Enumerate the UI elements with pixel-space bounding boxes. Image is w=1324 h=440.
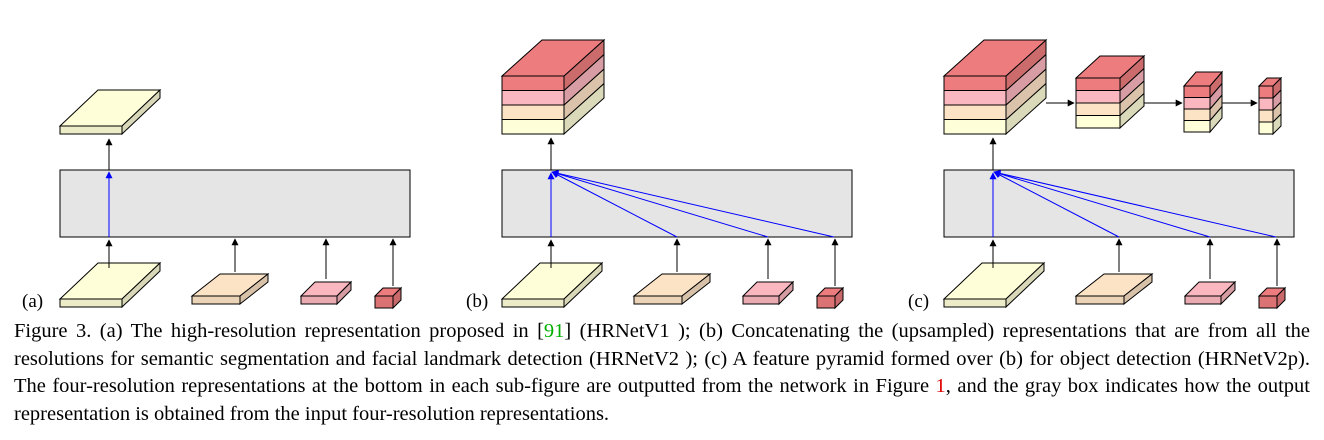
panel-c-input-res4-front xyxy=(1258,295,1278,309)
panel-a-output-highres-side xyxy=(121,88,161,136)
panel-a-fusion-gray-box xyxy=(59,169,411,238)
panel-c-input-res1 xyxy=(942,261,1046,309)
panel-c-input-res2-front xyxy=(1075,295,1125,305)
panel-c-pyramid-level-4-front-layer-3 xyxy=(1258,97,1274,111)
panel-c-pyramid-level-1-top xyxy=(942,39,1048,77)
panel-b-input-res2-front xyxy=(633,295,683,305)
panel-b-blue-upsample-4 xyxy=(551,170,835,238)
panel-c-pyramid-level-2-front-layer-3 xyxy=(1075,90,1121,104)
panel-c-pyramid-level-2-front-layer-1 xyxy=(1075,115,1121,129)
panel-c-input-res4 xyxy=(1257,286,1287,310)
panel-c-pyramid-level-4-front-layer-2 xyxy=(1258,109,1274,123)
hrnet-diagram: (a) (b) (c) xyxy=(22,38,1295,312)
panel-label-b: (b) xyxy=(466,291,488,312)
panel-c-blue-upsample-2 xyxy=(993,171,1120,238)
panel-b-blue-upsample-2 xyxy=(551,171,678,238)
panel-b-fusion-gray-box xyxy=(501,169,853,238)
panel-c-pyramid-level-3-front-layer-1 xyxy=(1183,120,1211,133)
panel-c-pyramid-level-3-top xyxy=(1182,71,1224,87)
panel-c-pyramid-level-1 xyxy=(942,38,1048,136)
panel-c-input-res3-front xyxy=(1184,295,1222,305)
panel-b-output-concat-top xyxy=(500,39,606,77)
panel-c-pyramid-level-3-front-layer-4 xyxy=(1183,85,1211,98)
panel-c-input-res3 xyxy=(1183,280,1237,306)
panel-a-input-res3-side xyxy=(336,280,352,306)
panel-b-output-concat xyxy=(500,38,606,136)
panel-label-a: (a) xyxy=(22,291,43,312)
panel-b-blue-upsample-3 xyxy=(551,170,769,238)
panel-label-c: (c) xyxy=(908,291,929,312)
panel-c-pyramid-level-4-top xyxy=(1257,77,1283,87)
panel-c xyxy=(942,38,1295,310)
panel-c-input-res2 xyxy=(1074,272,1154,306)
caption-text-2: ] (HRNetV1 ); (b) Concatenating the (ups… xyxy=(14,320,1310,397)
figure-link-1[interactable]: 1 xyxy=(935,375,946,397)
panel-c-pyramid-level-3 xyxy=(1182,70,1224,134)
panel-b xyxy=(500,38,853,310)
panel-c-pyramid-level-2-front-layer-4 xyxy=(1075,77,1121,91)
panel-a-input-res1-front xyxy=(59,298,123,308)
panel-c-pyramid-level-1-front-layer-3 xyxy=(943,90,1007,106)
panel-c-input-res1-front xyxy=(943,298,1007,308)
panel-a-input-res4-side xyxy=(392,286,402,310)
panel-b-input-res1 xyxy=(500,261,604,309)
panel-a xyxy=(58,88,411,310)
panel-a-output-highres xyxy=(58,88,162,136)
panel-b-input-res4 xyxy=(815,286,845,310)
panel-c-blue-upsample-3 xyxy=(993,170,1211,238)
caption-text-1: Figure 3. (a) The high-resolution repres… xyxy=(14,320,544,342)
panel-a-input-res3-front xyxy=(300,295,338,305)
panel-c-input-res3-side xyxy=(1220,280,1236,306)
panel-a-input-res4 xyxy=(373,286,403,310)
panel-c-pyramid-level-4-front-layer-1 xyxy=(1258,121,1274,135)
panel-a-input-res2-side xyxy=(239,272,269,306)
panel-c-fusion-gray-box xyxy=(943,169,1295,238)
panel-b-input-res4-side xyxy=(834,286,844,310)
panel-a-input-res1-side xyxy=(121,261,161,309)
figure-caption: Figure 3. (a) The high-resolution repres… xyxy=(14,318,1310,428)
panel-c-pyramid-level-1-front-layer-4 xyxy=(943,75,1007,91)
panel-c-input-res2-side xyxy=(1123,272,1153,306)
panel-c-pyramid-level-4-front-layer-4 xyxy=(1258,85,1274,99)
panel-a-input-res2-front xyxy=(191,295,241,305)
panel-b-output-concat-front-layer-2 xyxy=(501,104,565,120)
panel-a-input-res3 xyxy=(299,280,353,306)
panel-c-pyramid-level-3-front-layer-2 xyxy=(1183,108,1211,121)
panel-b-input-res3-side xyxy=(778,280,794,306)
panel-c-input-res4-side xyxy=(1276,286,1286,310)
panel-b-input-res3 xyxy=(741,280,795,306)
panel-c-pyramid-level-1-front-layer-1 xyxy=(943,119,1007,135)
panel-b-output-concat-front-layer-3 xyxy=(501,90,565,106)
panel-b-input-res4-front xyxy=(816,295,836,309)
panel-b-output-concat-front-layer-4 xyxy=(501,75,565,91)
panel-a-output-highres-front xyxy=(59,125,123,135)
panel-a-input-res2 xyxy=(190,272,270,306)
panel-b-output-concat-front-layer-1 xyxy=(501,119,565,135)
panel-b-input-res2-side xyxy=(681,272,711,306)
panel-b-input-res3-front xyxy=(742,295,780,305)
panel-c-pyramid-level-1-front-layer-2 xyxy=(943,104,1007,120)
panel-a-input-res4-front xyxy=(374,295,394,309)
panel-b-input-res2 xyxy=(632,272,712,306)
panel-c-pyramid-level-2-top xyxy=(1074,55,1146,79)
citation-link-91[interactable]: 91 xyxy=(543,320,565,342)
panel-a-input-res1 xyxy=(58,261,162,309)
panel-c-pyramid-level-2 xyxy=(1074,54,1146,130)
panel-b-input-res1-side xyxy=(563,261,603,309)
panel-b-input-res1-front xyxy=(501,298,565,308)
caption-text-3: , and the gray box indicates how the out… xyxy=(14,375,1310,425)
panel-c-blue-upsample-4 xyxy=(993,170,1277,238)
panel-c-pyramid-level-2-front-layer-2 xyxy=(1075,102,1121,116)
panel-c-input-res1-side xyxy=(1005,261,1045,309)
panel-c-pyramid-level-4 xyxy=(1257,76,1283,136)
panel-c-pyramid-level-3-front-layer-3 xyxy=(1183,97,1211,110)
